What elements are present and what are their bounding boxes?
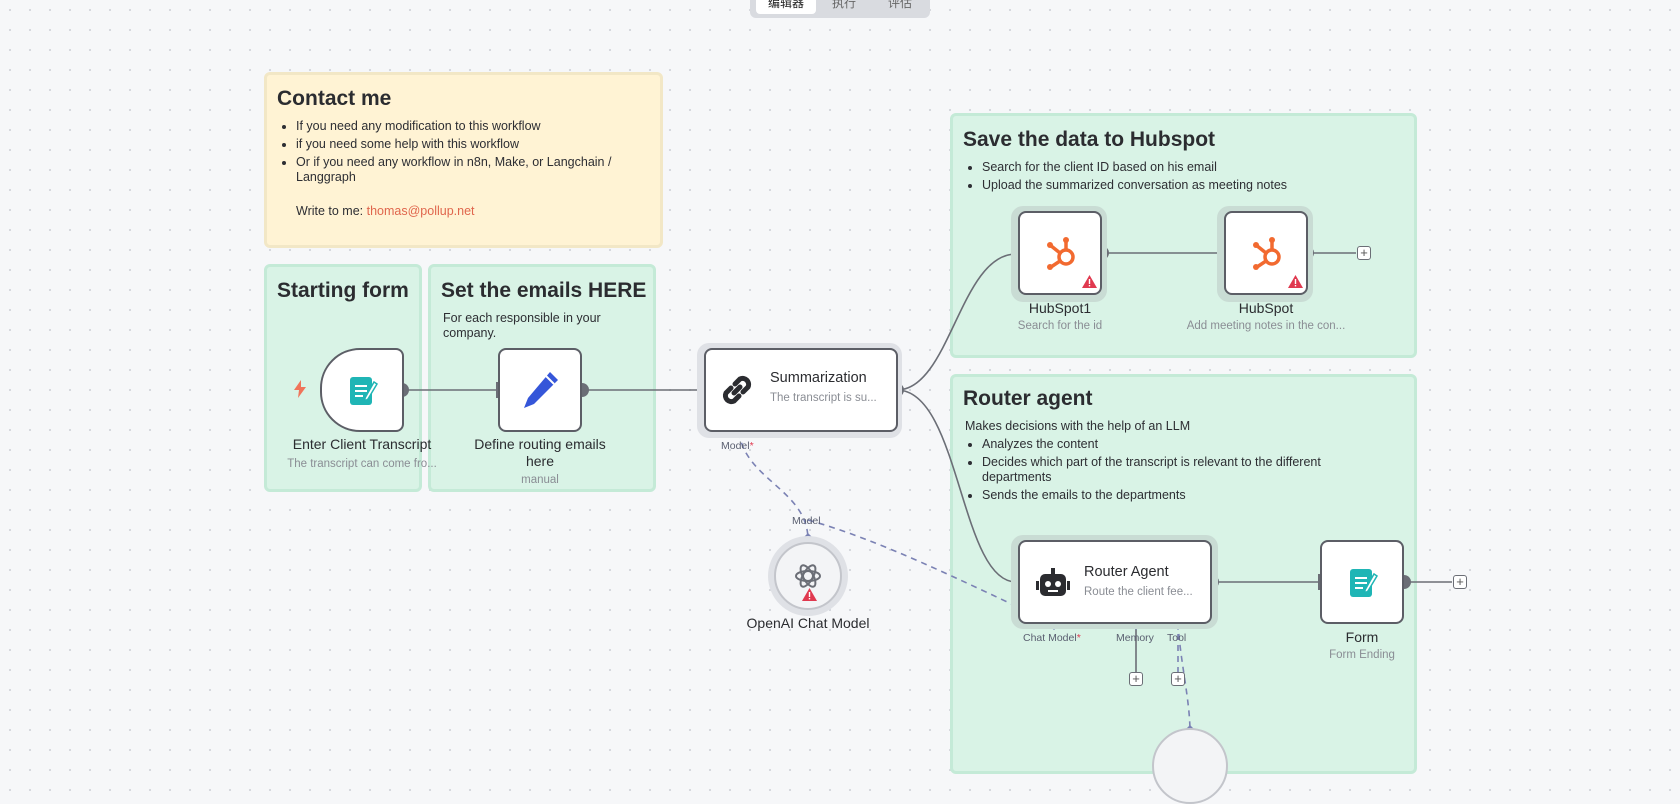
node-openai-chat-model[interactable] [774,542,842,610]
port-label-model: Model [792,515,821,527]
sticky-title: Save the data to Hubspot [963,128,1216,151]
node-subtitle: The transcript can come fro... [287,458,437,470]
node-define-routing-emails[interactable] [498,348,582,432]
sticky-title: Starting form [277,279,409,302]
list-item: Search for the client ID based on his em… [982,160,1412,175]
node-title: Enter Client Transcript [292,436,432,452]
node-subtitle: Add meeting notes in the con... [1186,320,1346,332]
hubspot-icon [1250,235,1286,276]
ai-connection [807,519,1055,625]
email-link[interactable]: thomas@pollup.net [366,204,475,218]
sticky-contact[interactable]: Contact me If you need any modification … [264,72,663,248]
connection [896,253,1017,391]
list-item: if you need some help with this workflow [296,137,656,152]
robot-icon [1036,568,1070,603]
pencil-icon [522,370,560,415]
add-memory-button[interactable]: + [1129,672,1143,686]
node-form[interactable] [1320,540,1404,624]
form-icon [1347,566,1381,605]
list-item: Sends the emails to the departments [982,488,1382,503]
node-summarization[interactable]: Summarization The transcript is su... [704,348,898,432]
node-subtitle: Search for the id [1017,320,1103,332]
node-subtitle: Form Ending [1329,649,1395,661]
form-icon [347,374,381,413]
sticky-set-emails[interactable]: Set the emails HERE For each responsible… [428,264,656,492]
list-item: If you need any modification to this wor… [296,119,656,134]
warning-icon[interactable] [1288,275,1303,293]
tab-evaluations[interactable]: 评估 [887,0,912,10]
warning-icon[interactable] [1082,275,1097,293]
node-enter-client-transcript[interactable] [320,348,404,432]
node-tool-partial[interactable] [1152,728,1228,804]
sticky-hubspot[interactable]: Save the data to Hubspot Search for the … [950,113,1417,358]
list-item: Upload the summarized conversation as me… [982,178,1412,193]
sticky-title: Router agent [963,387,1093,410]
add-node-button[interactable]: + [1453,575,1467,589]
view-tabs: 编辑器 执行 评估 [750,0,930,18]
node-title: HubSpot [1238,300,1294,316]
connection [896,389,1017,583]
chain-link-icon [718,371,756,414]
openai-icon [794,562,822,595]
sticky-title: Set the emails HERE [441,279,647,302]
node-title: Define routing emails here [474,436,606,469]
list-item: Decides which part of the transcript is … [982,455,1382,485]
add-tool-button[interactable]: + [1171,672,1185,686]
add-node-button[interactable]: + [1357,246,1371,260]
tab-executions[interactable]: 执行 [831,0,856,10]
port-label-chat-model: Chat Model* [1023,632,1081,644]
port-label-tool: Tool [1167,632,1187,644]
node-title: Summarization [770,370,867,386]
node-title: OpenAI Chat Model [746,615,870,631]
node-subtitle: manual [521,474,559,486]
node-hubspot[interactable] [1224,211,1308,295]
node-title: HubSpot1 [1028,300,1092,316]
node-hubspot1[interactable] [1018,211,1102,295]
port-label-memory: Memory [1116,632,1154,644]
node-subtitle: Route the client fee... [1084,586,1193,598]
sticky-text: Makes decisions with the help of an LLM [965,419,1191,433]
warning-icon[interactable] [802,588,817,606]
tab-editor[interactable]: 编辑器 [756,0,816,14]
ai-connection [738,431,809,541]
write-label: Write to me: [296,204,367,218]
node-title: Form [1345,629,1379,645]
list-item: Or if you need any workflow in n8n, Make… [296,155,656,185]
port-label-model: Model* [721,440,754,452]
node-title: Router Agent [1084,564,1169,580]
sticky-text: For each responsible in your company. [443,311,601,340]
node-subtitle: The transcript is su... [770,392,877,404]
list-item: Analyzes the content [982,437,1382,452]
trigger-bolt-icon [294,380,306,403]
sticky-title: Contact me [277,87,392,110]
hubspot-icon [1044,235,1080,276]
node-router-agent[interactable]: Router Agent Route the client fee... [1018,540,1212,624]
